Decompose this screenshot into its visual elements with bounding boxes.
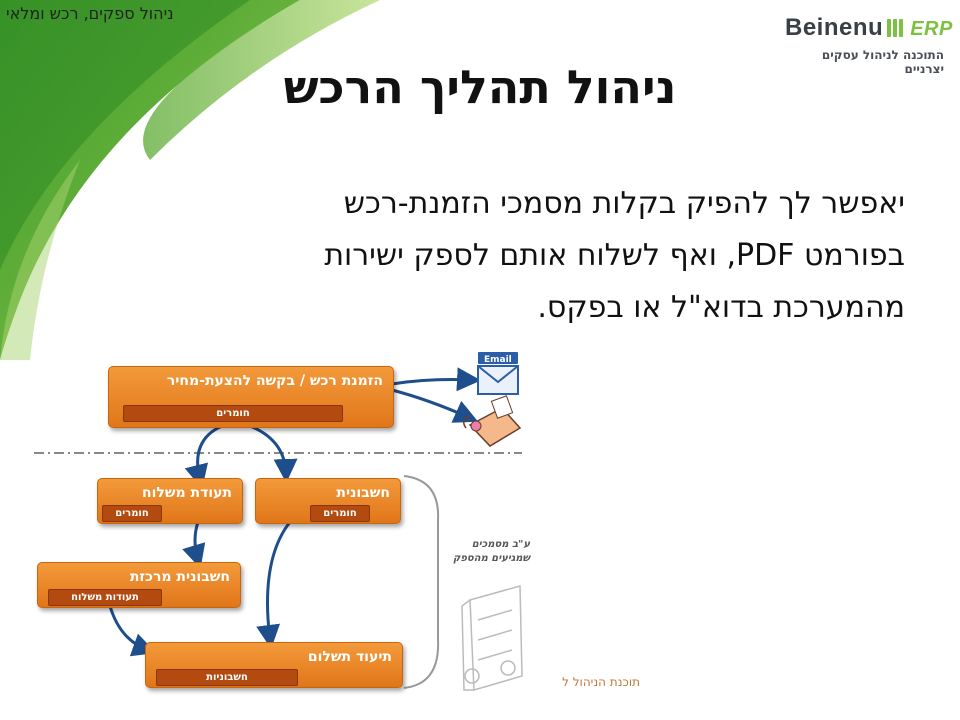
email-icon: Email [477,352,519,395]
box-payment-doc: תיעוד תשלום חשבוניות [145,642,403,688]
box-label: תעודת משלוח [141,485,232,501]
footer-text: תוכנת הניהול ל [562,675,640,689]
arrow-to-delivery [184,424,223,489]
arrow-to-email [391,367,481,392]
box-invoice: חשבונית חומרים [255,478,401,524]
box-tag: חומרים [123,405,343,422]
logo-bars-icon [887,16,905,44]
email-label: Email [484,355,512,365]
box-tag: חשבוניות [156,669,298,686]
logo-tagline: התוכנה לניהול עסקים יצרניים [821,48,944,76]
slide-title: ניהול תהליך הרכש [283,60,677,114]
box-delivery-note: תעודת משלוח חומרים [97,478,243,524]
logo: Beinenu ERP [785,14,953,44]
body-line: מהמערכת בדוא"ל או בפקס. [537,290,905,325]
truck-icon [461,585,523,691]
box-label: תיעוד תשלום [307,649,392,665]
box-tag: חומרים [102,505,162,522]
logo-erp: ERP [910,18,953,40]
arrow-central-to-payment [108,605,157,657]
box-label: חשבונית [336,485,390,501]
body-text: יאפשר לך להפיק בקלות מסמכי הזמנת-רכש בפו… [145,178,905,334]
supplier-note-line: ע"ב מסמכים [471,539,530,550]
box-label: חשבונית מרכזת [129,569,230,585]
logo-word: Beinenu [785,14,884,41]
supplier-note: ע"ב מסמכים שמגיעים מהספק [440,538,530,566]
fax-icon [463,395,522,447]
box-tag: חומרים [310,505,370,522]
box-purchase-order: הזמנת רכש / בקשה להצעת-מחיר חומרים [108,366,394,428]
arrow-to-central [182,521,206,569]
body-line: יאפשר לך להפיק בקלות מסמכי הזמנת-רכש [343,186,905,221]
box-central-invoice: חשבונית מרכזת תעודות משלוח [37,562,241,608]
arrow-to-invoice [249,424,298,483]
arrow-to-fax [391,388,479,423]
bracket [403,475,440,689]
arrow-invoice-to-payment [256,521,292,649]
box-label: הזמנת רכש / בקשה להצעת-מחיר [166,373,383,389]
body-line: בפורמט PDF, ואף לשלוח אותם לספק ישירות [324,238,905,273]
box-tag: תעודות משלוח [48,589,162,606]
corner-tag: ניהול ספקים, רכש ומלאי [6,4,174,23]
supplier-note-line: שמגיעים מהספק [452,553,530,564]
